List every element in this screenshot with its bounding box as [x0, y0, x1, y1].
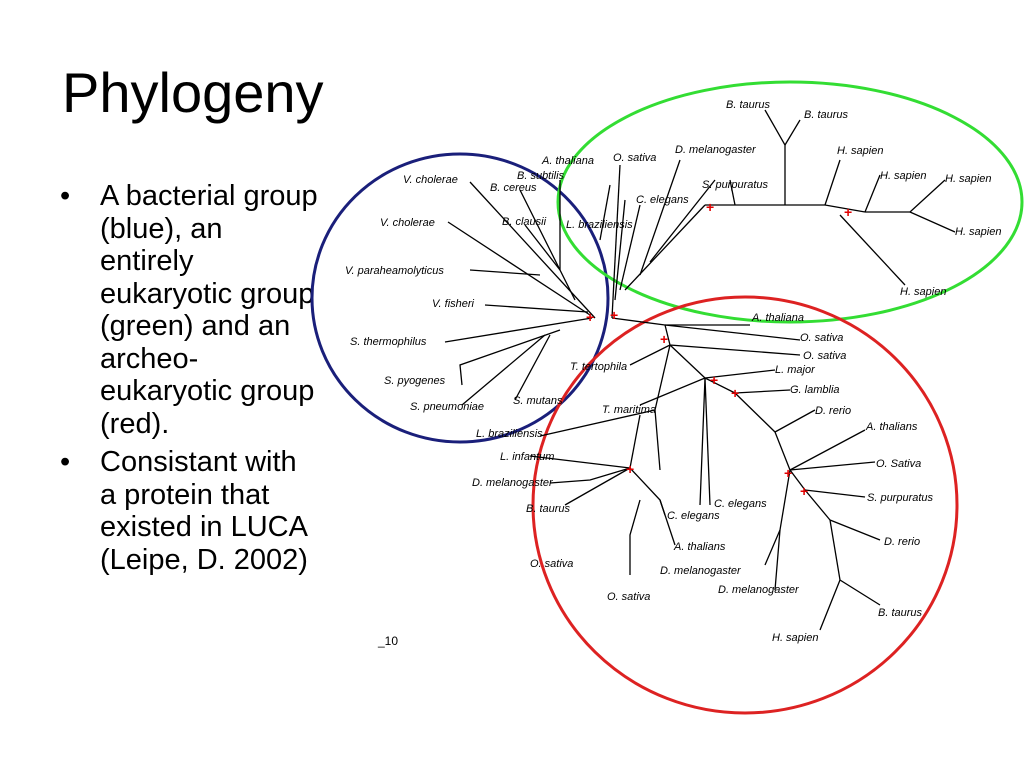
taxon-label: D. rerio — [815, 405, 851, 417]
taxon-label: H. sapien — [880, 170, 926, 182]
taxon-label: H. sapien — [837, 145, 883, 157]
bullet-text: A bacterial group (blue), an entirely eu… — [100, 180, 318, 440]
taxon-label: V. cholerae — [380, 217, 435, 229]
taxon-label: C. elegans — [714, 498, 767, 510]
node-marker: + — [731, 385, 739, 401]
taxon-label: S. purpuratus — [867, 492, 934, 504]
taxon-label: T. tertophila — [570, 361, 627, 373]
taxon-label: H. sapien — [955, 226, 1001, 238]
bullet-list: • A bacterial group (blue), an entirely e… — [58, 180, 318, 582]
taxon-label: T. maritima — [602, 404, 656, 416]
taxon-label: S. mutans — [513, 395, 563, 407]
taxon-label: C. elegans — [667, 510, 720, 522]
eukaryotic-group-outline — [556, 80, 1024, 324]
taxon-label: B. cereus — [490, 182, 537, 194]
taxon-label: O. sativa — [607, 591, 650, 603]
taxon-label: D. melanogaster — [675, 144, 757, 156]
taxon-label: S. purpuratus — [702, 179, 769, 191]
taxon-label: D. melanogaster — [472, 477, 554, 489]
bullet-text: Consistant with a protein that existed i… — [100, 446, 308, 576]
tree-branches — [444, 109, 956, 631]
node-marker: + — [660, 331, 668, 347]
taxon-label: V. fisheri — [432, 298, 475, 310]
taxon-label: B. taurus — [804, 109, 849, 121]
node-marker: + — [626, 461, 634, 477]
taxon-label: B. subtilis — [517, 170, 565, 182]
taxon-labels: V. cholerae V. cholerae V. paraheamolyti… — [345, 99, 1001, 644]
node-marker: + — [710, 372, 718, 388]
taxon-label: L. braziliensis — [476, 428, 543, 440]
taxon-label: D. melanogaster — [718, 584, 800, 596]
taxon-label: O. Sativa — [876, 458, 921, 470]
taxon-label: D. rerio — [884, 536, 920, 548]
slide-title: Phylogeny — [62, 61, 324, 124]
taxon-label: G. lamblia — [790, 384, 840, 396]
taxon-label: O. sativa — [613, 152, 656, 164]
taxon-label: L. major — [775, 364, 816, 376]
taxon-label: B. clausii — [502, 216, 547, 228]
bullet-glyph: • — [60, 446, 71, 478]
taxon-label: D. melanogaster — [660, 565, 742, 577]
taxon-label: B. taurus — [526, 503, 571, 515]
taxon-label: S. thermophilus — [350, 336, 427, 348]
node-marker: + — [706, 199, 714, 215]
taxon-label: L. infantum — [500, 451, 554, 463]
node-marker: + — [784, 465, 792, 481]
taxon-label: O. sativa — [800, 332, 843, 344]
scale-bar-label: _10 — [377, 634, 398, 648]
node-marker: + — [586, 309, 594, 325]
taxon-label: A. thaliana — [541, 155, 594, 167]
bullet-item: • Consistant with a protein that existed … — [58, 446, 318, 576]
node-marker: + — [844, 204, 852, 220]
taxon-label: O. sativa — [530, 558, 573, 570]
archeo-eukaryotic-group-outline — [531, 295, 959, 715]
taxon-label: V. cholerae — [403, 174, 458, 186]
bacterial-group-outline — [310, 152, 610, 444]
taxon-label: S. pneumoniae — [410, 401, 484, 413]
taxon-label: L. braziliensis — [566, 219, 633, 231]
taxon-label: C. elegans — [636, 194, 689, 206]
taxon-label: H. sapien — [772, 632, 818, 644]
taxon-label: A. thaliana — [751, 312, 804, 324]
node-marker: + — [610, 307, 618, 323]
taxon-label: B. taurus — [726, 99, 771, 111]
taxon-label: B. taurus — [878, 607, 923, 619]
taxon-label: V. paraheamolyticus — [345, 265, 444, 277]
bullet-glyph: • — [60, 180, 71, 212]
taxon-label: O. sativa — [803, 350, 846, 362]
bullet-item: • A bacterial group (blue), an entirely e… — [58, 180, 318, 440]
taxon-label: H. sapien — [945, 173, 991, 185]
node-markers: + + + + + + + + + + — [586, 199, 852, 499]
taxon-label: H. sapien — [900, 286, 946, 298]
taxon-label: A. thalians — [865, 421, 918, 433]
node-marker: + — [800, 483, 808, 499]
taxon-label: A. thalians — [673, 541, 726, 553]
taxon-label: S. pyogenes — [384, 375, 446, 387]
